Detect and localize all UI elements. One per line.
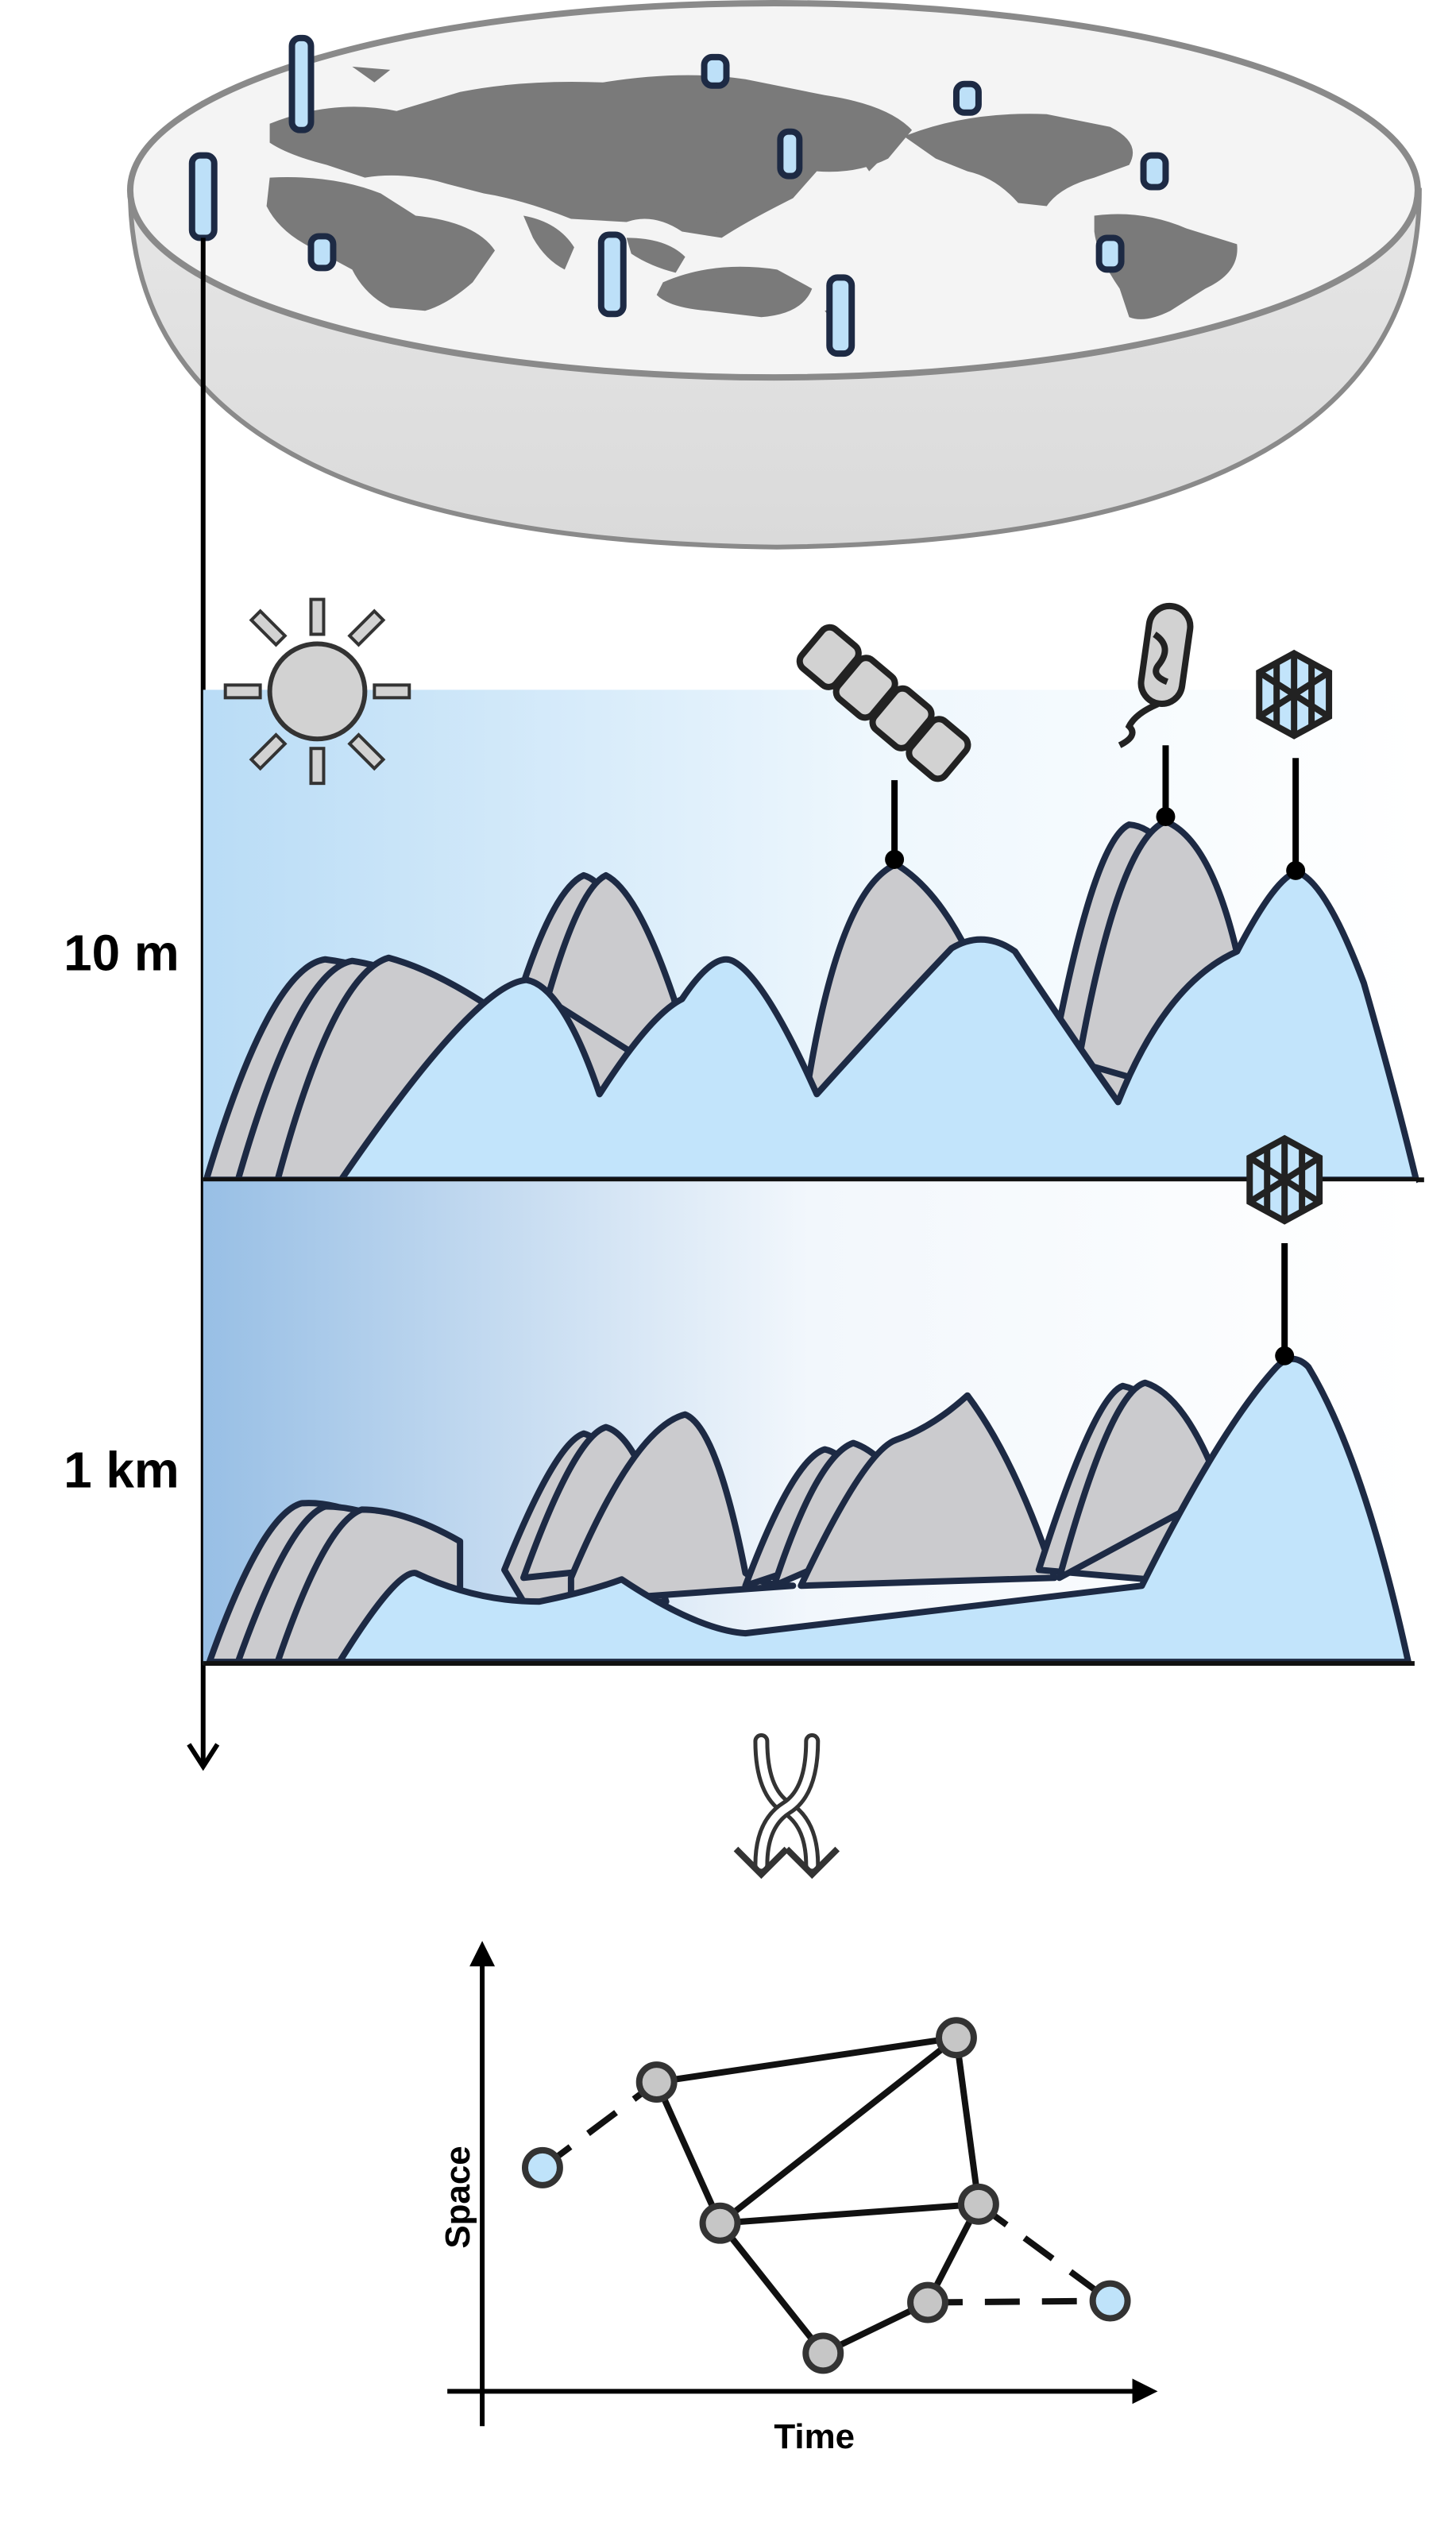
network-node <box>907 2281 948 2323</box>
virus-icon <box>1246 1134 1323 1225</box>
world-map-icon <box>266 66 1238 327</box>
deep-panel: 1 km <box>64 1134 1416 1667</box>
diatom-chain-icon <box>796 624 971 782</box>
network-node <box>521 2146 563 2188</box>
intertwined-arrows-icon <box>733 1732 840 1879</box>
network-node <box>802 2332 844 2374</box>
network-node <box>957 2183 999 2225</box>
network-node <box>699 2202 741 2244</box>
sampling-core-icon <box>188 34 1169 357</box>
globe-map <box>126 0 1422 550</box>
y-axis-label: Space <box>438 2146 477 2248</box>
bacterium-icon <box>1118 602 1194 748</box>
depth-label-deep: 1 km <box>64 1441 180 1498</box>
virus-icon <box>1256 649 1333 740</box>
network-node <box>1089 2280 1131 2322</box>
network-node <box>635 2061 678 2103</box>
space-time-network: Space Time <box>438 1941 1158 2456</box>
depth-label-shallow: 10 m <box>64 925 180 982</box>
x-axis-label: Time <box>774 2417 855 2456</box>
surface-panel: 10 m <box>64 597 1424 1184</box>
network-node <box>936 2017 977 2059</box>
sun-icon <box>223 597 411 786</box>
